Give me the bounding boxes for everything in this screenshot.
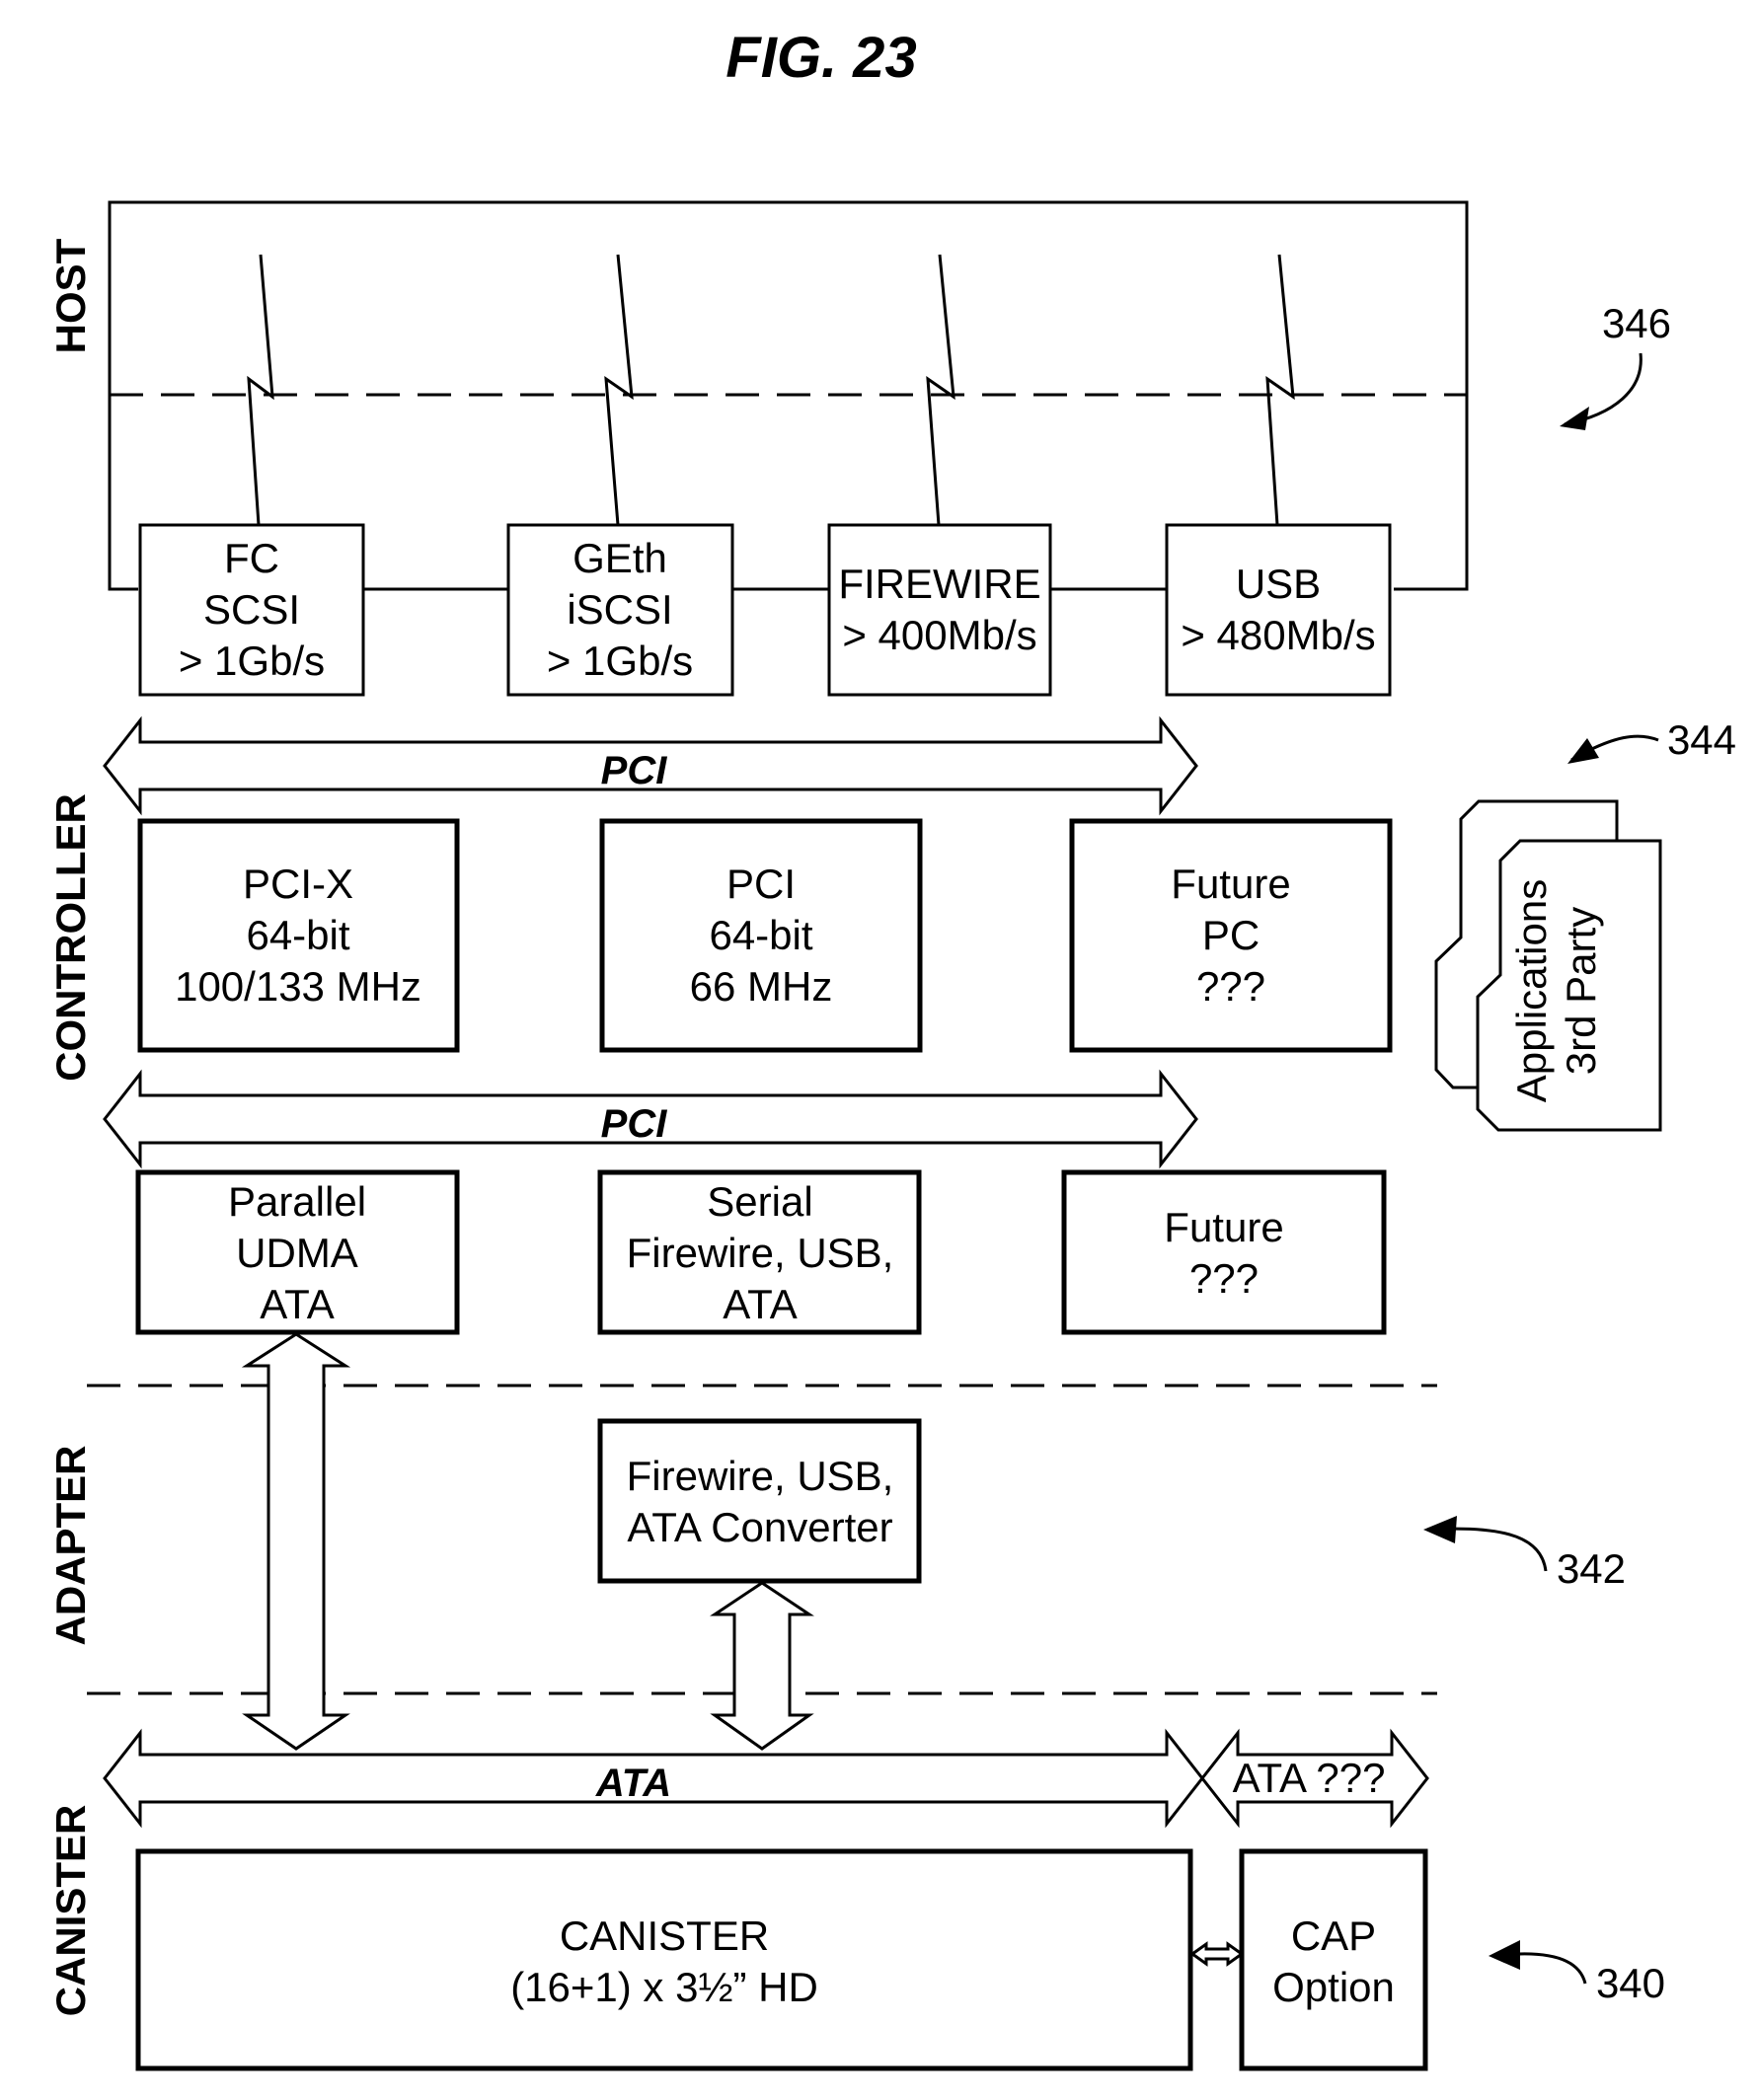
arrowhead-icon [1489, 1940, 1520, 1970]
svg-text:PCI: PCI [601, 749, 668, 792]
adapter-converter-box: Firewire, USB,ATA Converter [597, 1418, 922, 1584]
lightning-bolt-icon [926, 254, 955, 526]
svg-text:FIREWIRE> 400Mb/s: FIREWIRE> 400Mb/s [838, 561, 1040, 658]
svg-text:ATA: ATA [595, 1762, 671, 1805]
arrowhead-icon [1567, 738, 1599, 764]
parallel-ata-arrow [241, 1332, 351, 1751]
svg-text:340: 340 [1596, 1960, 1665, 2006]
applications-card-stack: Applications3rd Party [1434, 799, 1662, 1132]
svg-text:Future???: Future??? [1164, 1204, 1283, 1302]
svg-text:USB> 480Mb/s: USB> 480Mb/s [1181, 561, 1375, 658]
lightning-bolt-icon [604, 254, 634, 526]
reference-342: 342 [1423, 1516, 1626, 1592]
svg-text:ATA ???: ATA ??? [1233, 1755, 1386, 1801]
arrowhead-icon [1560, 407, 1589, 430]
svg-text:Applications3rd Party: Applications3rd Party [1508, 879, 1604, 1102]
host-interface-firewire: FIREWIRE> 400Mb/s [827, 523, 1052, 697]
lightning-bolt-icon [1265, 254, 1295, 526]
layer-label-controller: CONTROLLER [47, 793, 94, 1082]
pci-bus-lower: PCI [103, 1069, 1198, 1169]
ata-extension-bus: ATA ??? [1200, 1728, 1429, 1829]
reference-340: 340 [1489, 1940, 1665, 2006]
layer-label-canister: CANISTER [47, 1805, 94, 2017]
drive-interface-future: Future??? [1061, 1169, 1387, 1335]
converter-ata-arrow [710, 1581, 814, 1751]
svg-text:CANISTER(16+1) x 3½” HD: CANISTER(16+1) x 3½” HD [510, 1912, 818, 2010]
cap-connector-arrow [1189, 1941, 1245, 1967]
reference-344: 344 [1567, 716, 1736, 764]
link-bolts [247, 254, 1295, 526]
svg-text:346: 346 [1602, 300, 1671, 346]
arrowhead-icon [1423, 1516, 1457, 1543]
canister-box: CANISTER(16+1) x 3½” HD [135, 1848, 1193, 2071]
svg-text:342: 342 [1557, 1545, 1626, 1592]
svg-text:PCI: PCI [601, 1102, 668, 1146]
figure-title: FIG. 23 [726, 26, 916, 90]
ata-bus: ATA [103, 1728, 1204, 1829]
layer-label-adapter: ADAPTER [47, 1445, 94, 1645]
lightning-bolt-icon [247, 254, 274, 526]
svg-text:344: 344 [1667, 716, 1736, 763]
svg-text:Firewire, USB,ATA Converter: Firewire, USB,ATA Converter [627, 1453, 894, 1550]
layer-label-host: HOST [47, 238, 94, 353]
reference-346: 346 [1560, 300, 1671, 430]
host-interface-usb: USB> 480Mb/s [1165, 523, 1392, 697]
host-enclosure [108, 200, 1469, 591]
pci-bus-upper: PCI [103, 715, 1198, 816]
